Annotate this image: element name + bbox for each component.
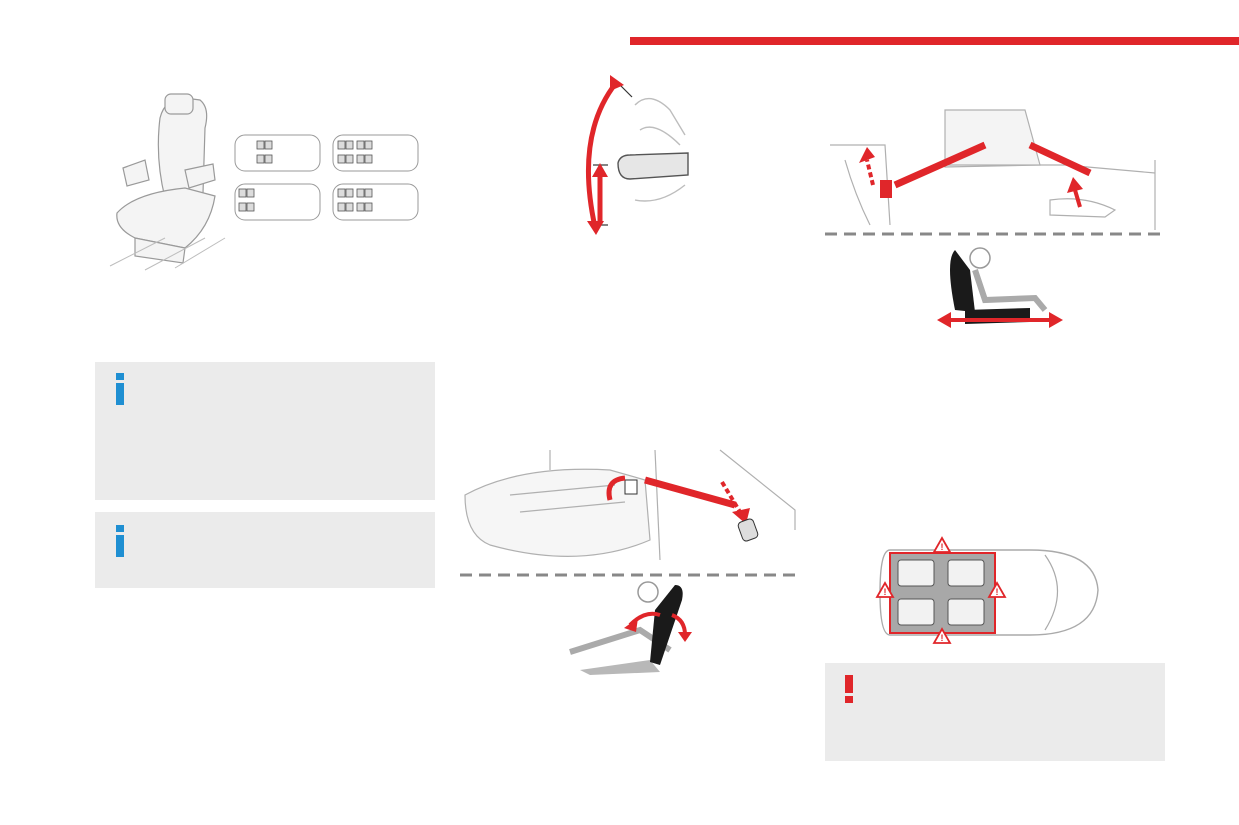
info-icon: i [113,373,127,411]
rear-seating-warning-illustration: ! ! ! ! [875,536,1099,644]
svg-text:!: ! [941,542,944,552]
svg-text:!: ! [996,587,999,597]
warning-box: ! [825,663,1165,761]
header-accent-bar [630,37,1239,45]
warning-triangle-icon [875,536,1007,644]
exclamation-icon: ! [843,675,855,709]
backrest-recline-illustration [460,449,800,675]
seat-layout-illustration [109,93,419,271]
svg-text:!: ! [941,633,944,643]
info-icon: i [113,525,127,563]
svg-text:!: ! [884,587,887,597]
info-box: i [95,512,435,588]
info-box: i [95,362,435,500]
seat-slide-illustration [825,109,1165,328]
armrest-adjustment-illustration [585,75,689,235]
